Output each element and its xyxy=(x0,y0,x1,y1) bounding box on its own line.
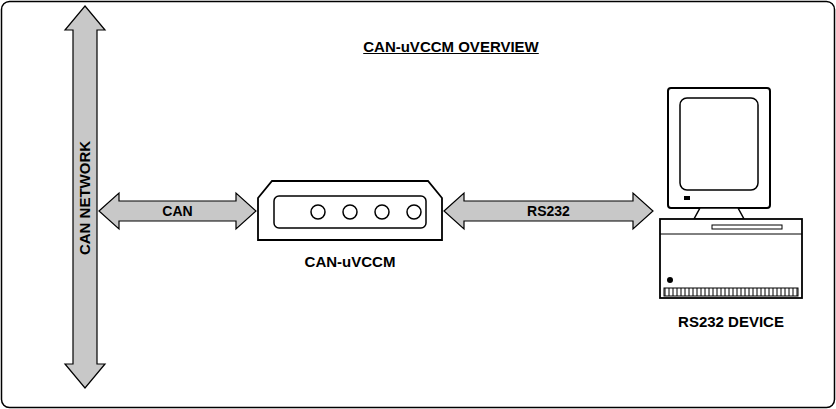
network-bus: CAN NETWORK xyxy=(73,8,97,388)
device-symbol xyxy=(258,181,442,240)
node-label: CAN-uVCCM xyxy=(305,253,396,271)
connector-label: CAN xyxy=(160,203,194,219)
computer-icon xyxy=(660,88,802,298)
block-arrow xyxy=(444,193,653,229)
node-label: CAN NETWORK xyxy=(76,141,94,255)
connector-label: RS232 xyxy=(525,203,572,219)
network-bus-arrow xyxy=(65,6,105,388)
node-label: RS232 DEVICE xyxy=(678,313,784,331)
rs232-device: RS232 DEVICE xyxy=(655,85,807,335)
device-box: CAN-uVCCM xyxy=(258,180,442,275)
diagram-title: CAN-uVCCM OVERVIEW xyxy=(363,38,539,56)
block-arrow xyxy=(99,193,256,229)
